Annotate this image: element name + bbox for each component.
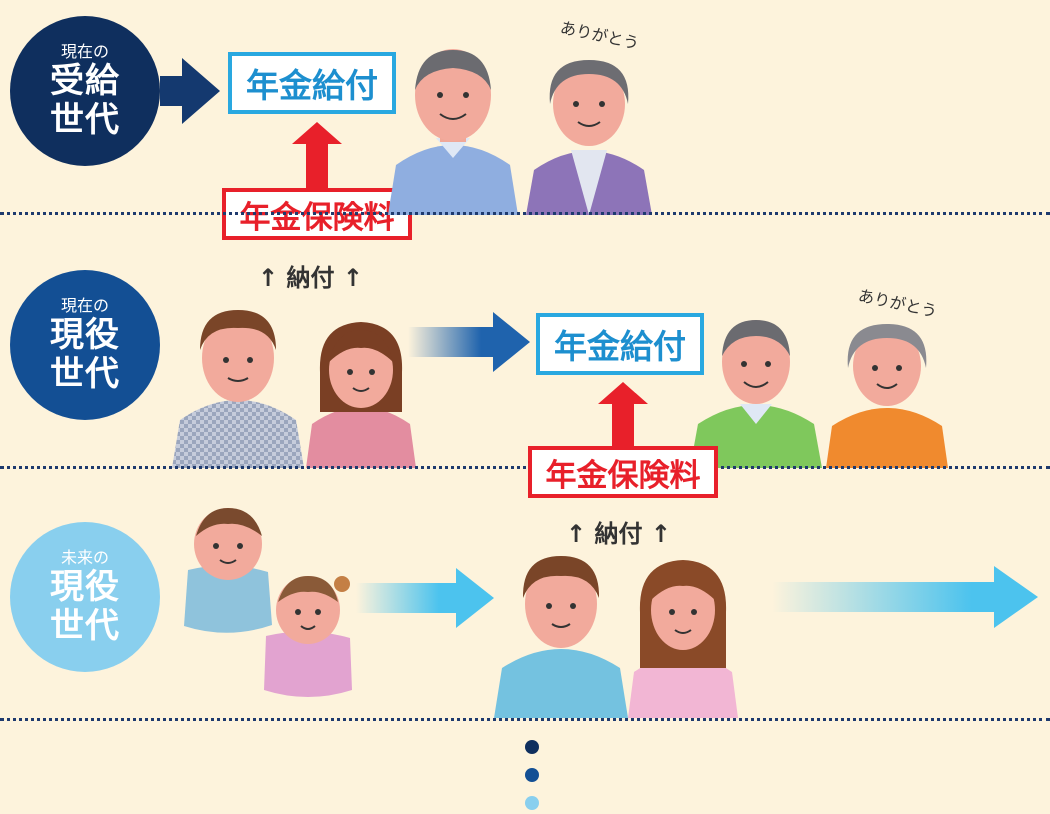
generation-circle-current-recipient: 現在の 受給 世代	[10, 16, 160, 166]
pension-benefit-box-1: 年金給付	[228, 52, 396, 114]
future-man-illustration	[494, 556, 628, 718]
continuation-dot-dark	[525, 740, 539, 754]
elderly-woman-illustration	[826, 324, 948, 468]
working-man-illustration	[172, 310, 304, 468]
pension-premium-label: 年金保険料	[239, 199, 395, 236]
generation-prefix: 現在の	[60, 42, 109, 62]
payment-label-1: ↑ 納付 ↑	[258, 264, 363, 292]
row-divider-2	[0, 466, 1050, 469]
generation-line1: 現役	[50, 566, 120, 607]
arrow-right-mid-blue-icon	[408, 312, 530, 372]
generation-circle-future-working: 未来の 現役 世代	[10, 522, 160, 672]
future-woman-illustration	[628, 560, 738, 718]
row-divider-1	[0, 212, 1050, 215]
continuation-dot-light	[525, 796, 539, 810]
generation-line2: 世代	[50, 99, 120, 140]
arrow-right-dark-icon	[160, 58, 220, 124]
arrow-up-red-icon	[598, 382, 648, 450]
generation-line1: 現役	[50, 314, 120, 355]
elderly-man-illustration	[690, 320, 822, 468]
pension-benefit-label: 年金給付	[554, 327, 686, 366]
baby-boy-illustration	[184, 508, 272, 633]
row-divider-3	[0, 718, 1050, 721]
pension-premium-label: 年金保険料	[545, 457, 701, 494]
baby-girl-illustration	[264, 576, 352, 697]
generation-line2: 世代	[50, 353, 120, 394]
elderly-woman-illustration	[526, 60, 652, 215]
thanks-text-2: ありがとう	[856, 285, 939, 322]
continuation-dot-mid	[525, 768, 539, 782]
generation-prefix: 未来の	[60, 548, 109, 568]
generation-prefix: 現在の	[60, 296, 109, 316]
working-woman-illustration	[306, 322, 416, 468]
pension-benefit-box-2: 年金給付	[536, 313, 704, 375]
thanks-text-1: ありがとう	[558, 17, 641, 54]
pension-benefit-label: 年金給付	[246, 66, 378, 105]
elderly-man-illustration	[388, 49, 518, 215]
pension-premium-box-2: 年金保険料	[528, 446, 718, 498]
payment-label-2: ↑ 納付 ↑	[566, 520, 671, 548]
arrow-up-red-icon	[292, 122, 342, 190]
arrow-right-light-blue-icon-2	[772, 566, 1038, 628]
arrow-right-light-blue-icon-1	[356, 568, 494, 628]
generation-circle-current-working: 現在の 現役 世代	[10, 270, 160, 420]
generation-line2: 世代	[50, 605, 120, 646]
generation-line1: 受給	[50, 60, 120, 101]
